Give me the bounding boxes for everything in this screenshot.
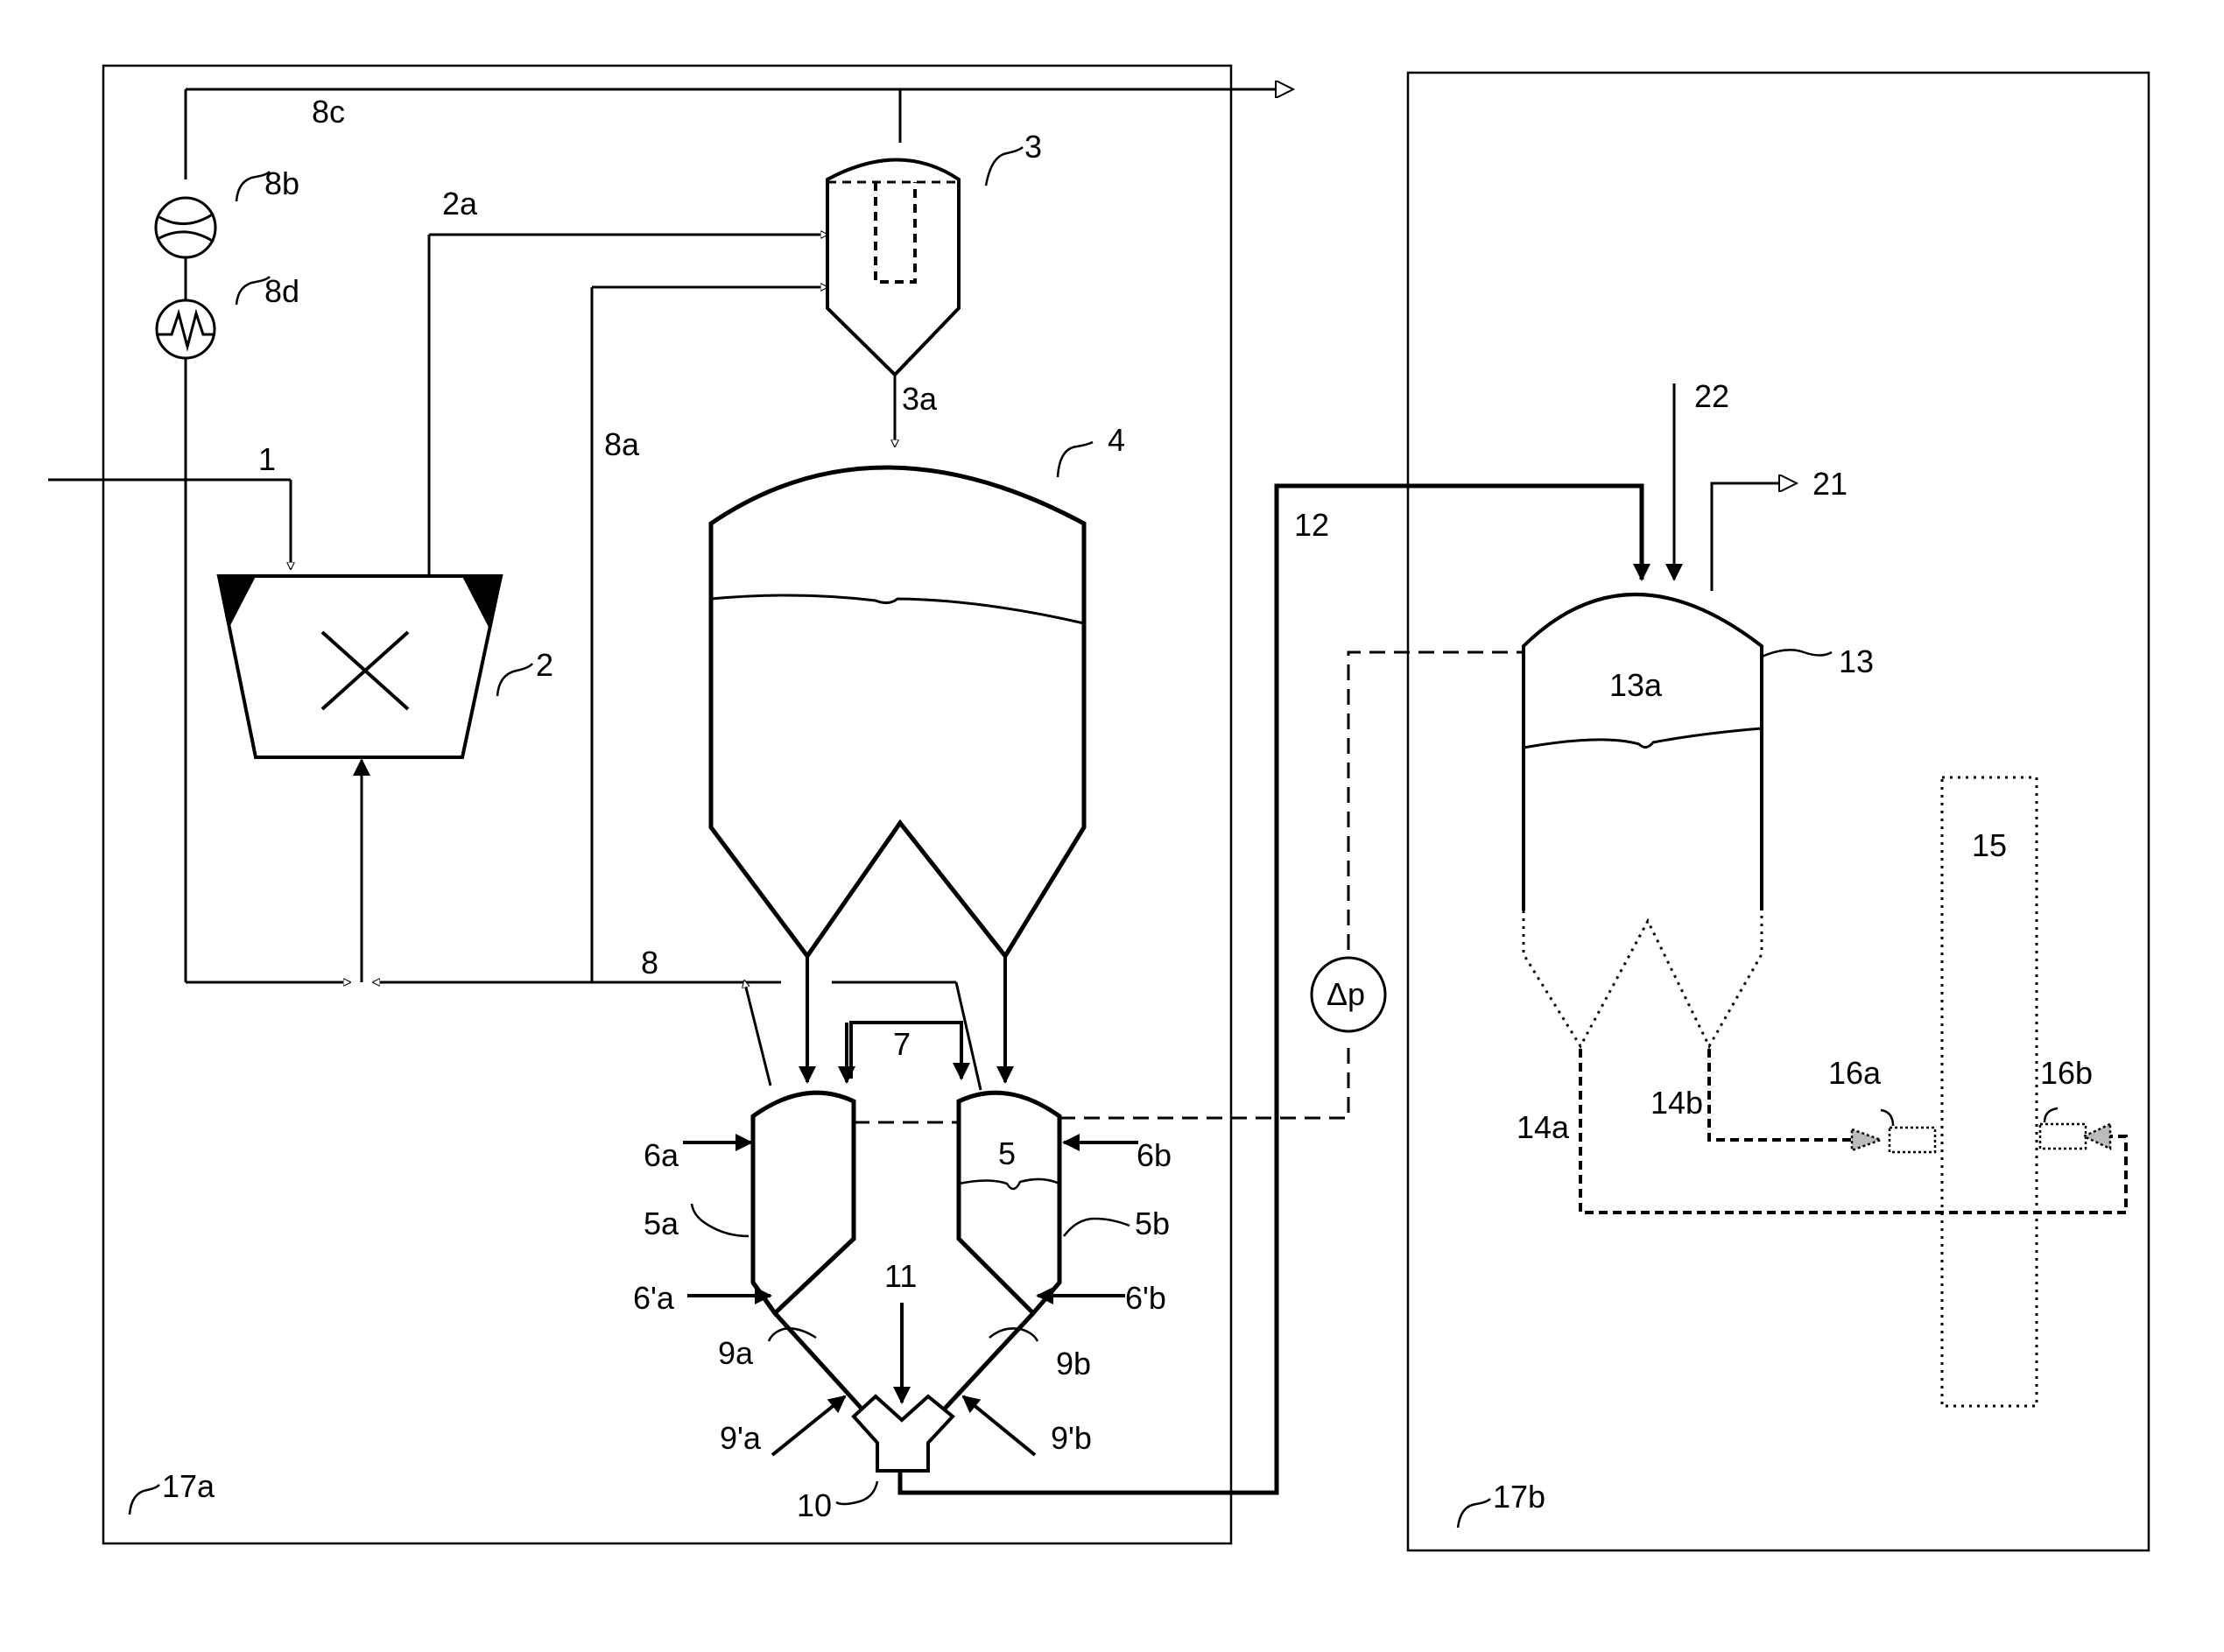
label-5b: 5b xyxy=(1135,1206,1170,1241)
label-11: 11 xyxy=(884,1258,917,1294)
label-7: 7 xyxy=(893,1026,911,1062)
label-16b: 16b xyxy=(2040,1055,2093,1091)
transport-line-12 xyxy=(900,486,1642,1493)
label-5a: 5a xyxy=(644,1206,679,1241)
label-9a: 9a xyxy=(718,1335,754,1371)
label-6pa: 6'a xyxy=(633,1280,675,1316)
stream-21 xyxy=(1712,483,1795,591)
label-9pb: 9'b xyxy=(1051,1420,1092,1456)
label-10: 10 xyxy=(797,1487,832,1523)
mill-2 xyxy=(219,576,501,757)
line-8 xyxy=(186,287,981,1090)
label-21: 21 xyxy=(1812,466,1847,502)
label-2a: 2a xyxy=(442,186,478,221)
label-14b: 14b xyxy=(1650,1085,1703,1121)
label-8: 8 xyxy=(641,945,658,981)
label-8b: 8b xyxy=(264,165,299,201)
label-8d: 8d xyxy=(264,273,299,309)
label-9b: 9b xyxy=(1056,1346,1091,1381)
label-4: 4 xyxy=(1108,422,1125,458)
y-piece-10 xyxy=(854,1396,953,1471)
label-13a: 13a xyxy=(1609,667,1663,703)
blower-8b xyxy=(156,198,215,257)
vessel-13 xyxy=(1524,594,1762,910)
label-8c: 8c xyxy=(312,94,345,130)
label-6pb: 6'b xyxy=(1125,1280,1166,1316)
heat-exchanger-8d xyxy=(157,300,215,358)
stream-1 xyxy=(48,480,291,569)
label-3: 3 xyxy=(1024,129,1042,165)
label-13: 13 xyxy=(1839,643,1874,679)
label-16a: 16a xyxy=(1828,1055,1882,1091)
lock-hopper-5a-line xyxy=(753,1283,775,1313)
label-6a: 6a xyxy=(644,1137,679,1173)
gasifier-15 xyxy=(1942,777,2037,1406)
label-8a: 8a xyxy=(604,426,640,462)
filter-3 xyxy=(827,160,959,376)
label-14a: 14a xyxy=(1517,1109,1570,1145)
label-5: 5 xyxy=(998,1135,1016,1171)
label-3a: 3a xyxy=(902,381,938,417)
label-15: 15 xyxy=(1972,827,2007,863)
dp-dashed-line xyxy=(854,652,1524,1122)
lock-hopper-5b xyxy=(959,1093,1059,1313)
burners-16 xyxy=(1852,1124,2110,1152)
label-22: 22 xyxy=(1694,378,1729,414)
label-dp: Δp xyxy=(1327,976,1365,1012)
label-2: 2 xyxy=(536,647,553,683)
vessel-13-lower xyxy=(1524,910,1762,1046)
silo-4 xyxy=(711,467,1084,956)
label-6b: 6b xyxy=(1137,1137,1172,1173)
leader-lines xyxy=(130,147,2058,1528)
label-17a: 17a xyxy=(162,1468,215,1504)
line-8c xyxy=(186,89,1291,179)
cone-9a-9b xyxy=(775,1313,1033,1409)
lock-hopper-5a xyxy=(753,1093,854,1313)
label-9pa: 9'a xyxy=(720,1420,762,1456)
label-17b: 17b xyxy=(1493,1479,1545,1515)
label-12: 12 xyxy=(1294,507,1329,543)
label-1: 1 xyxy=(258,441,276,477)
